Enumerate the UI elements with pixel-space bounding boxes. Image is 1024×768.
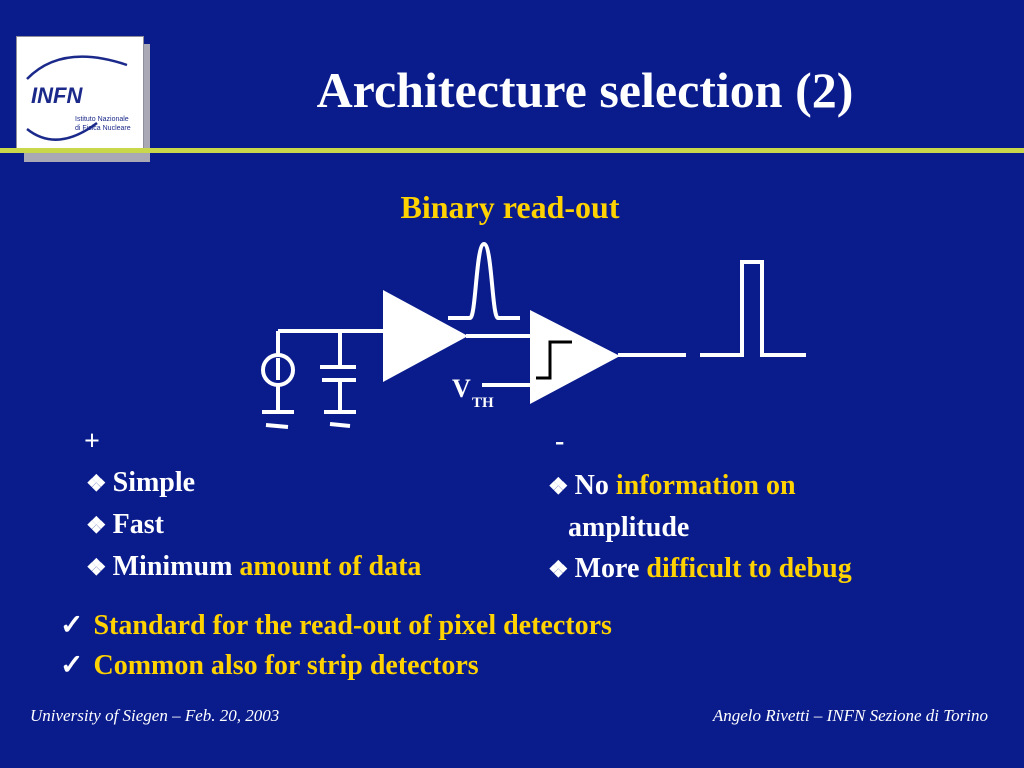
checkmark-icon: ✓ [60,610,84,641]
logo-wordmark: INFN [31,83,83,108]
pros-list: ❖Simple ❖Fast ❖Minimum amount of data [86,462,421,588]
conclusion-item: ✓ Common also for strip detectors [60,646,612,686]
logo-subtext-2: di Fisica Nucleare [75,125,131,132]
digital-pulse-icon [700,260,806,357]
pros-item: ❖Minimum amount of data [86,546,421,588]
pros-item: ❖Simple [86,462,421,504]
ground-1-bottom [265,423,289,429]
conclusion-text: Common also for strip detectors [93,650,479,681]
amplifier-triangle [383,290,468,382]
diamond-bullet-icon: ❖ [86,555,107,580]
cons-item: ❖More difficult to debug [548,548,852,590]
footer-left: University of Siegen – Feb. 20, 2003 [30,706,280,725]
logo-subtext-1: Istituto Nazionale [75,116,129,123]
diamond-bullet-icon: ❖ [548,474,569,499]
slide-subtitle: Binary read-out [400,189,620,225]
checkmark-icon: ✓ [60,650,84,681]
infn-logo: INFN Istituto Nazionale di Fisica Nuclea… [16,36,144,152]
diamond-bullet-icon: ❖ [86,513,107,538]
cons-item-highlight: information on [615,470,796,501]
analog-pulse-icon [468,241,500,320]
diamond-bullet-icon: ❖ [86,471,107,496]
cons-list: ❖No information on amplitude ❖More diffi… [548,465,852,590]
pros-item-text: Fast [112,509,164,540]
cons-item: ❖No information on [548,465,852,507]
ground-2-bottom [329,422,351,428]
cons-item-text: No [574,470,616,501]
conclusion-list: ✓ Standard for the read-out of pixel dete… [60,606,612,686]
comparator-step-symbol [536,340,572,380]
title-divider [0,148,1024,153]
cons-item-continuation: amplitude [568,512,690,543]
threshold-label-subscript: TH [472,395,494,411]
diamond-bullet-icon: ❖ [548,557,569,582]
footer-right: Angelo Rivetti – INFN Sezione di Torino [712,706,988,725]
comparator-triangle [530,310,620,404]
threshold-label: V [452,374,471,403]
cons-item-text: More [574,553,647,584]
pros-item-text: Minimum [112,551,240,582]
cons-heading: - [555,426,565,457]
pros-item-text: Simple [112,467,196,498]
infn-logo-graphic: INFN Istituto Nazionale di Fisica Nuclea… [26,55,131,141]
conclusion-item: ✓ Standard for the read-out of pixel dete… [60,606,612,646]
pros-item-highlight: amount of data [239,551,422,582]
pros-item: ❖Fast [86,504,421,546]
pros-heading: + [84,426,100,457]
cons-item-highlight: difficult to debug [646,553,852,584]
slide-title: Architecture selection (2) [316,62,854,118]
conclusion-text: Standard for the read-out of pixel detec… [93,610,612,641]
